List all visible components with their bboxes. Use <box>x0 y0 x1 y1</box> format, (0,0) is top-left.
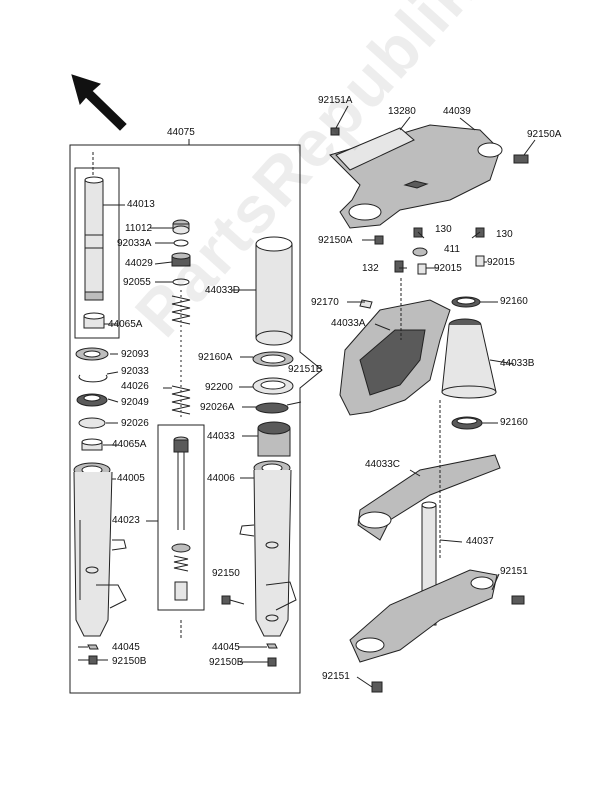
steering-stem-44037 <box>349 501 498 663</box>
label-92150a-right: 92150A <box>527 129 562 140</box>
label-44033a: 44033A <box>331 318 366 329</box>
fork-assembly-bracket <box>69 144 323 694</box>
label-44075: 44075 <box>167 127 195 138</box>
label-92150-mid: 92150 <box>212 568 240 579</box>
label-92026a: 92026A <box>200 402 235 413</box>
ring-92160-b <box>451 416 483 430</box>
label-92160-a: 92160 <box>500 296 528 307</box>
label-92200: 92200 <box>205 382 233 393</box>
label-132: 132 <box>362 263 379 274</box>
spring-seat-part <box>171 252 191 267</box>
bolt-92151-b <box>371 681 383 693</box>
cover-44033a <box>339 299 451 416</box>
label-92055: 92055 <box>123 277 151 288</box>
label-92150b-a: 92150B <box>112 656 147 667</box>
label-44045-b: 44045 <box>212 642 240 653</box>
label-92150a-left: 92150A <box>318 235 353 246</box>
label-92160-b: 92160 <box>500 417 528 428</box>
label-44033c: 44033C <box>365 459 401 470</box>
oil-seal-92093 <box>75 347 109 361</box>
label-44033d: 44033D <box>205 285 241 296</box>
label-92026: 92026 <box>121 418 149 429</box>
label-92150b-b: 92150B <box>209 657 244 668</box>
bolt-92150-mid <box>221 595 245 605</box>
label-44045-a: 44045 <box>112 642 140 653</box>
label-13280: 13280 <box>388 106 416 117</box>
label-92151-right: 92151 <box>500 566 528 577</box>
fork-spring-part <box>171 290 191 420</box>
sleeve-44033 <box>257 421 291 457</box>
bushing-44065a-a <box>83 312 105 329</box>
bolt-92150b-a <box>88 655 108 665</box>
label-92170: 92170 <box>311 297 339 308</box>
screw-132 <box>394 260 404 273</box>
outer-tube-left <box>73 462 127 637</box>
bushing-44065a-b <box>81 438 103 451</box>
bolt-92151a <box>330 127 340 136</box>
washer-92026 <box>78 417 106 429</box>
label-44013: 44013 <box>127 199 155 210</box>
bolt-92150a-r <box>513 154 529 164</box>
cover-44033c <box>357 454 501 541</box>
damper-rod-part <box>171 436 191 601</box>
dust-seal-92049 <box>76 393 108 407</box>
label-92033a: 92033A <box>117 238 152 249</box>
label-130-a: 130 <box>435 224 452 235</box>
plate-13280 <box>335 127 415 171</box>
label-44037: 44037 <box>466 536 494 547</box>
ring-92160-a <box>451 296 481 308</box>
inner-tube-box <box>74 167 120 339</box>
label-92160a: 92160A <box>198 352 233 363</box>
bolt-92150a-l <box>374 235 384 245</box>
label-44033: 44033 <box>207 431 235 442</box>
bolt-92150b-b <box>267 657 277 667</box>
label-44029: 44029 <box>125 258 153 269</box>
label-44023: 44023 <box>112 515 140 526</box>
label-44033b: 44033B <box>500 358 535 369</box>
label-44005: 44005 <box>117 473 145 484</box>
label-130-b: 130 <box>496 229 513 240</box>
washer-44045-b <box>266 643 278 649</box>
bolt-92151-r <box>511 595 525 605</box>
guide-44033d <box>255 236 293 346</box>
cap-bolt-part <box>172 219 190 235</box>
grommet-411 <box>412 247 428 257</box>
label-92015-a: 92015 <box>434 263 462 274</box>
circlip-92033 <box>78 374 108 383</box>
washer-92200 <box>252 377 294 395</box>
tube-44033b <box>441 318 497 399</box>
label-44065a-a: 44065A <box>108 319 143 330</box>
label-92049: 92049 <box>121 397 149 408</box>
washer-44045-a <box>87 644 99 650</box>
ring-92160a <box>252 351 294 367</box>
outer-tube-right <box>239 460 297 637</box>
label-92033: 92033 <box>121 366 149 377</box>
label-411: 411 <box>444 244 460 255</box>
spacer-92015-b <box>475 255 485 267</box>
label-11012: 11012 <box>125 223 153 234</box>
label-92151-bottom: 92151 <box>322 671 350 682</box>
label-92151b: 92151B <box>288 364 323 375</box>
damper-rod-box <box>157 424 205 611</box>
label-92093: 92093 <box>121 349 149 360</box>
label-44065a-b: 44065A <box>112 439 147 450</box>
label-92015-b: 92015 <box>487 257 515 268</box>
label-92151a: 92151A <box>318 95 353 106</box>
label-44039: 44039 <box>443 106 471 117</box>
label-44026: 44026 <box>121 381 149 392</box>
clip-92026a <box>255 401 302 414</box>
arrow-up-left-icon <box>71 74 127 131</box>
inner-tube-part <box>84 176 104 301</box>
label-44006: 44006 <box>207 473 235 484</box>
spacer-92015-a <box>417 263 427 275</box>
